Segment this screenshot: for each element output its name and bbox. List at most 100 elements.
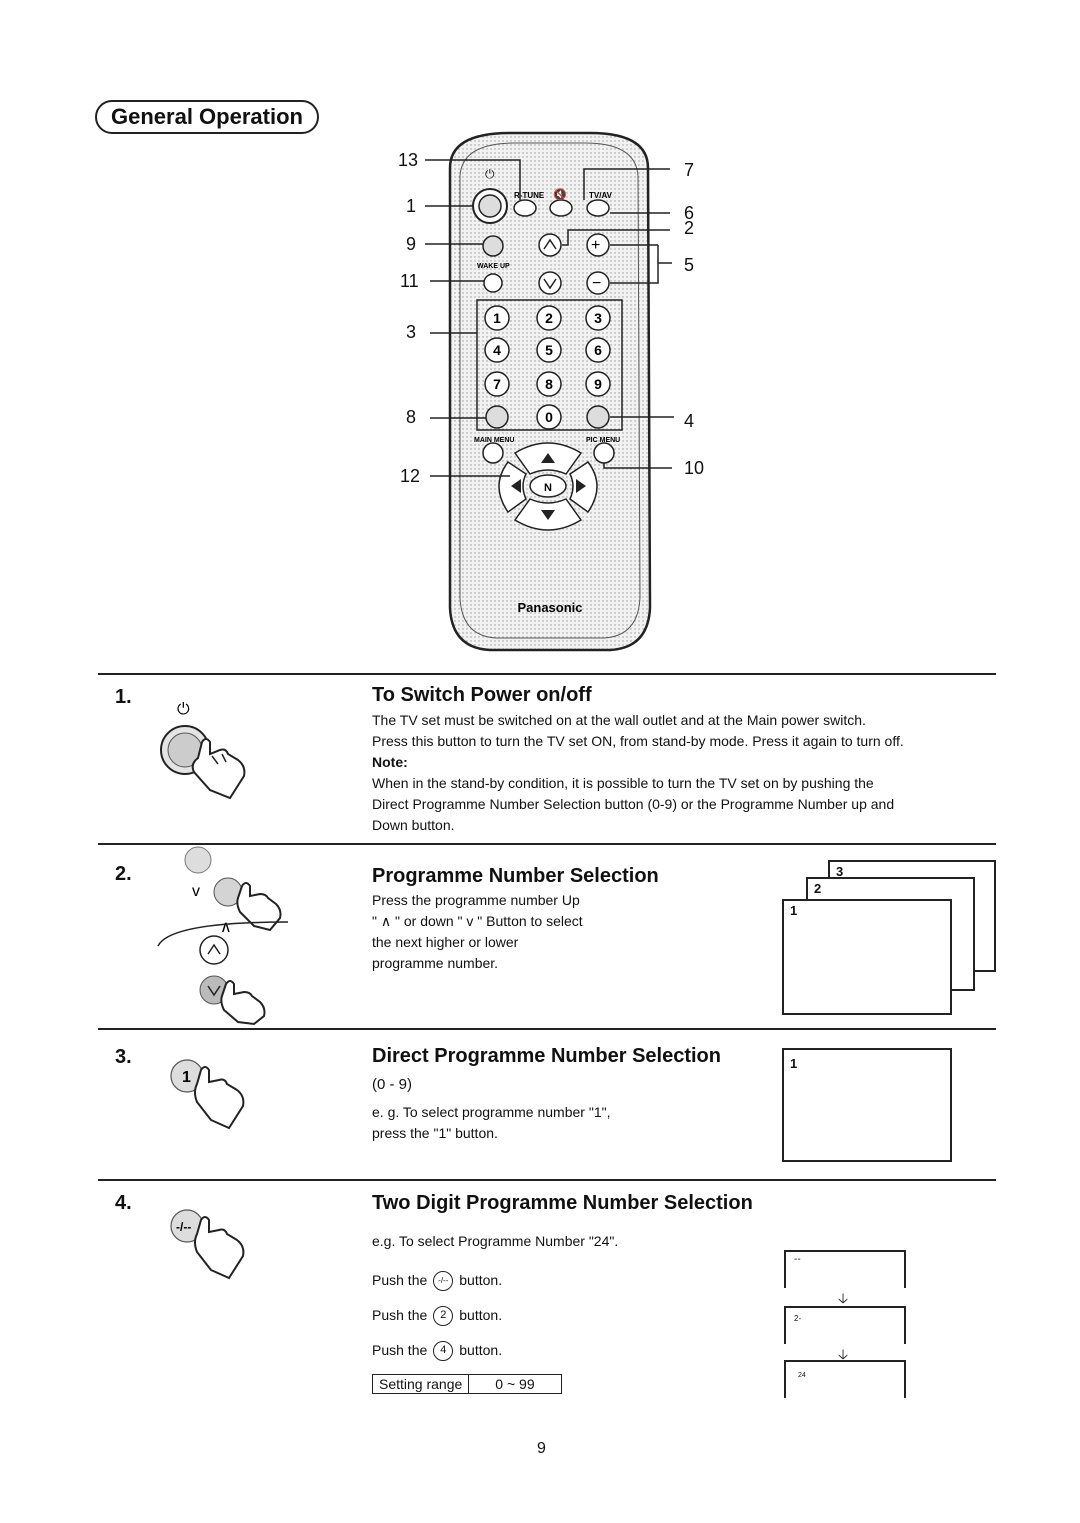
page-number: 9 <box>537 1440 546 1457</box>
section-body: Press the programme number Up " ∧ " or d… <box>372 890 692 974</box>
programme-number: 2- <box>794 1314 802 1323</box>
picmenu-label: PIC MENU <box>586 437 620 444</box>
setting-range-value: 0 ~ 99 <box>495 1376 535 1392</box>
section-number: 3. <box>115 1046 132 1068</box>
digit-1: 1 <box>493 310 501 326</box>
note-line: Down button. <box>372 817 455 833</box>
tv-screen: 2- <box>784 1306 906 1344</box>
arrow-down-icon: 🡣 <box>838 1290 849 1306</box>
digit-range: (0 - 9) <box>372 1076 413 1093</box>
note-line: When in the stand-by condition, it is po… <box>372 775 874 791</box>
section-title: Programme Number Selection <box>372 865 659 887</box>
tv-screen: 1 <box>782 899 952 1015</box>
arrow-down-icon: 🡣 <box>838 1346 849 1362</box>
section-number: 4. <box>115 1192 132 1214</box>
brand-label: Panasonic <box>517 600 582 615</box>
key-icon: 4 <box>433 1340 454 1361</box>
section-title: Two Digit Programme Number Selection <box>372 1192 753 1214</box>
body-line: The TV set must be switched on at the wa… <box>372 712 866 728</box>
callout-13: 13 <box>398 150 419 170</box>
svg-text:+: + <box>591 237 600 254</box>
svg-text:🔇: 🔇 <box>553 188 567 201</box>
divider <box>98 843 996 845</box>
callout-5: 5 <box>684 255 695 275</box>
remote-control-illustration: ⏻ R-TUNE 🔇 TV/AV + WAKE UP − 1 2 3 4 5 6… <box>390 128 720 658</box>
body-line: the next higher or lower <box>372 934 519 950</box>
callout-12: 12 <box>400 466 421 486</box>
setting-range-label: Setting range <box>373 1375 470 1393</box>
body-line: Press the programme number Up <box>372 892 580 908</box>
tv-screen: 24 <box>784 1360 906 1398</box>
digit-5: 5 <box>545 342 553 358</box>
section-title: To Switch Power on/off <box>372 684 592 706</box>
body-line: programme number. <box>372 955 499 971</box>
digit-9: 9 <box>594 376 602 392</box>
callout-11: 11 <box>400 271 419 291</box>
step-row: Push the 4 button. <box>372 1340 502 1361</box>
callout-4: 4 <box>684 411 695 431</box>
step-suffix: button. <box>459 1307 503 1323</box>
tv-screen: -- <box>784 1250 906 1288</box>
step-prefix: Push the <box>372 1272 428 1288</box>
digit-2: 2 <box>545 310 553 326</box>
programme-number: 24 <box>798 1372 806 1379</box>
svg-text:-/--: -/-- <box>176 1220 191 1234</box>
svg-text:⏻: ⏻ <box>485 167 495 181</box>
mainmenu-label: MAIN MENU <box>474 437 514 444</box>
digit-7: 7 <box>493 376 501 392</box>
step-suffix: button. <box>459 1342 503 1358</box>
tv-screen: 1 <box>782 1048 952 1162</box>
programme-up-down-hand-icon: v ∧ <box>150 846 300 1031</box>
callout-2: 2 <box>684 218 695 238</box>
step-row: Push the -/-- button. <box>372 1270 502 1291</box>
rtune-label: R-TUNE <box>514 191 545 200</box>
tvav-label: TV/AV <box>589 191 613 200</box>
callout-3: 3 <box>406 322 417 342</box>
programme-number: 2 <box>814 881 822 896</box>
programme-number: 1 <box>790 903 798 918</box>
section-body: e. g. To select programme number "1", pr… <box>372 1102 752 1144</box>
svg-text:⏻: ⏻ <box>177 701 190 718</box>
body-line: Press this button to turn the TV set ON,… <box>372 733 904 749</box>
callout-1: 1 <box>406 196 417 216</box>
digit-button-hand-icon: 1 <box>165 1056 285 1141</box>
up-mark: ∧ <box>220 919 232 936</box>
setting-range-box: Setting range 0 ~ 99 <box>372 1374 562 1394</box>
digit-8: 8 <box>545 376 553 392</box>
step-prefix: Push the <box>372 1307 428 1323</box>
example-text: e.g. To select Programme Number "24". <box>372 1233 619 1249</box>
callout-7: 7 <box>684 160 695 180</box>
page-title: General Operation <box>95 100 319 134</box>
step-prefix: Push the <box>372 1342 428 1358</box>
two-digit-button-hand-icon: -/-- <box>165 1206 285 1291</box>
divider <box>98 1179 996 1181</box>
programme-number: -- <box>794 1254 801 1265</box>
section-title: Direct Programme Number Selection <box>372 1045 721 1067</box>
power-button-hand-icon: ⏻ <box>150 698 290 813</box>
note-label: Note: <box>372 754 408 770</box>
callout-6: 6 <box>684 203 695 223</box>
digit-0: 0 <box>545 409 553 425</box>
down-mark: v <box>192 883 200 900</box>
divider <box>98 1028 996 1030</box>
digit-4: 4 <box>493 342 501 358</box>
section-body: The TV set must be switched on at the wa… <box>372 710 992 836</box>
digit-3: 3 <box>594 310 602 326</box>
svg-text:−: − <box>592 275 601 292</box>
programme-number: 1 <box>790 1056 798 1071</box>
body-line: " ∧ " or down " v " Button to select <box>372 913 583 929</box>
section-number: 1. <box>115 686 132 708</box>
note-line: Direct Programme Number Selection button… <box>372 796 895 812</box>
n-label: N <box>544 482 552 494</box>
body-line: press the "1" button. <box>372 1125 498 1141</box>
callout-8: 8 <box>406 407 417 427</box>
divider <box>98 673 996 675</box>
callout-10: 10 <box>684 458 705 478</box>
step-suffix: button. <box>459 1272 503 1288</box>
section-number: 2. <box>115 863 132 885</box>
digit-6: 6 <box>594 342 602 358</box>
callout-9: 9 <box>406 234 417 254</box>
key-icon: -/-- <box>433 1270 454 1291</box>
programme-number: 3 <box>836 864 844 879</box>
step-row: Push the 2 button. <box>372 1305 502 1326</box>
